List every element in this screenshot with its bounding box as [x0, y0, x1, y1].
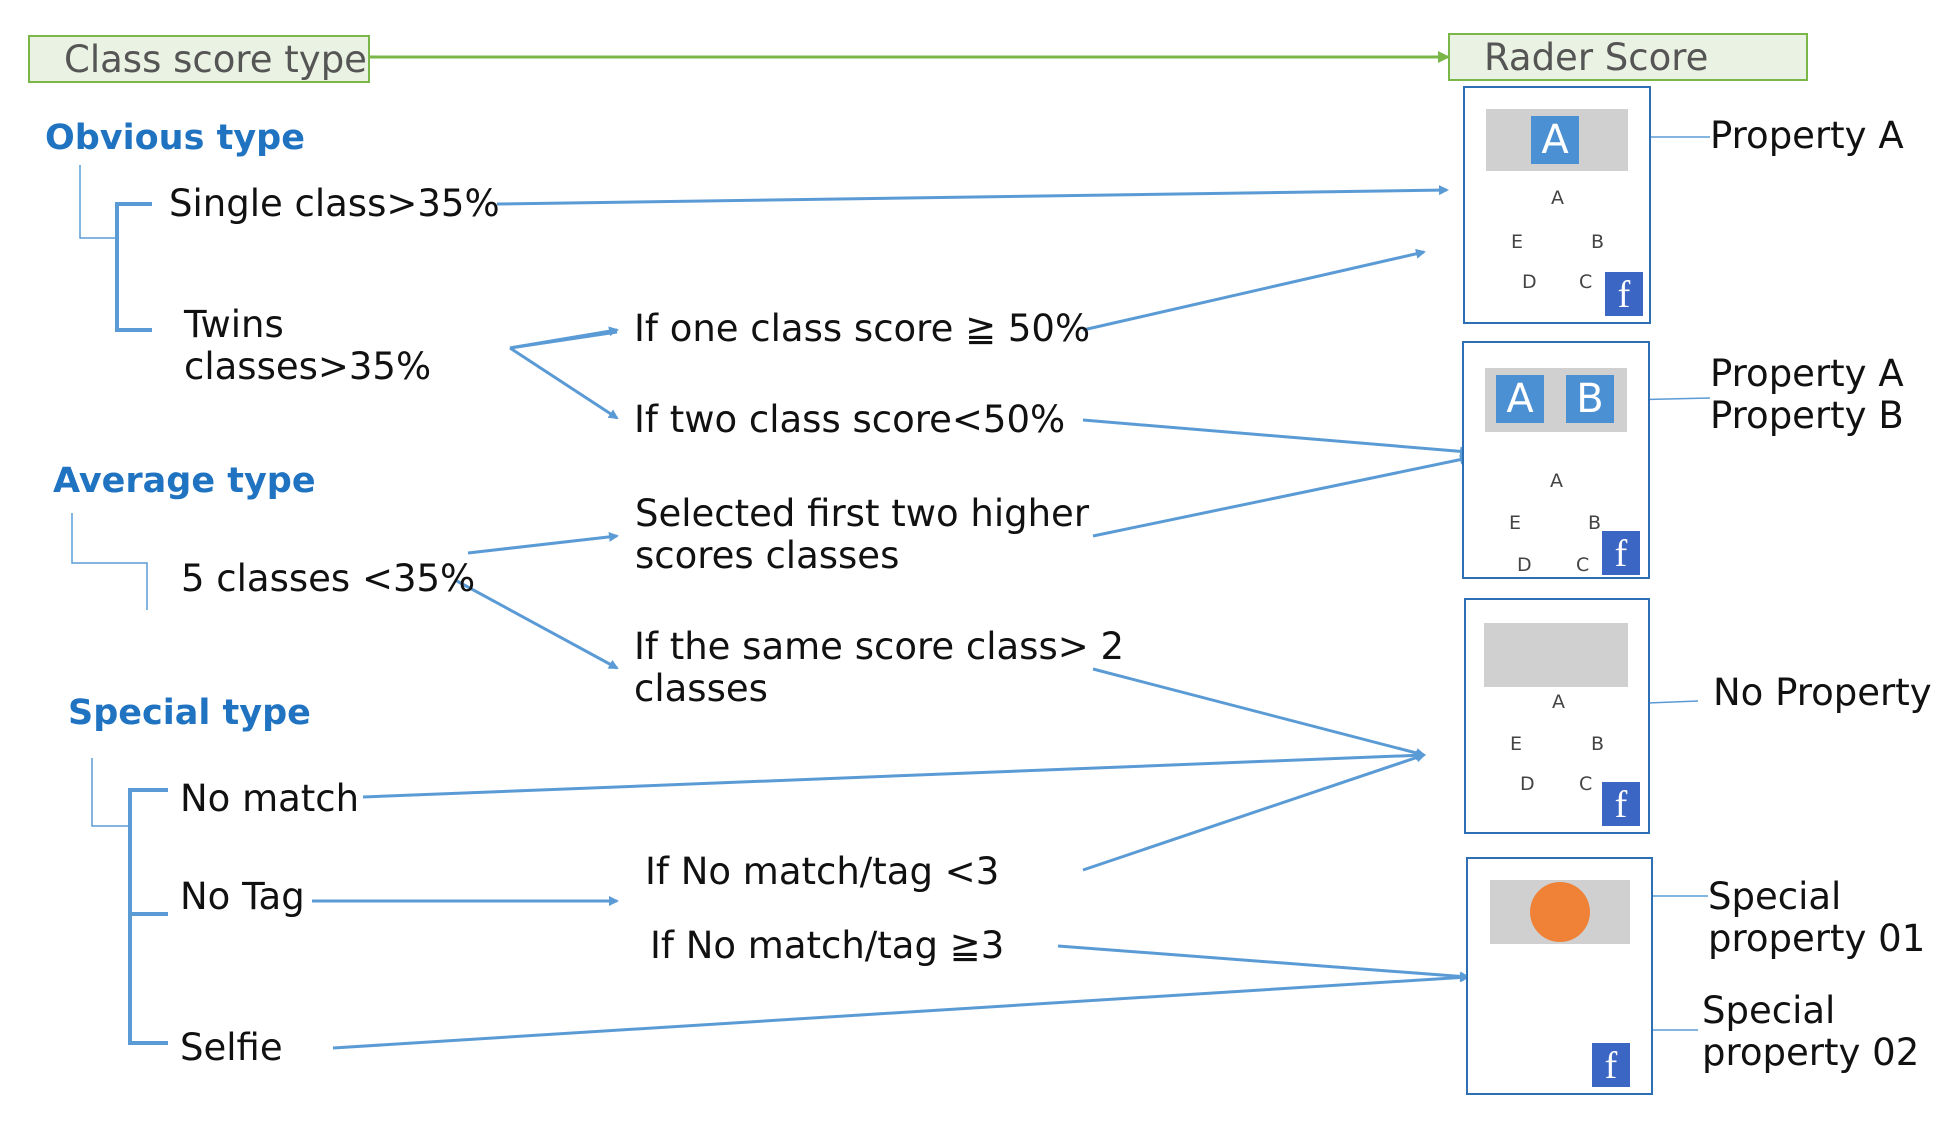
obvious-type-heading: Obvious type: [45, 118, 305, 158]
radar-label-b: B: [1591, 231, 1605, 253]
special-property-01-line1: Special: [1708, 875, 1842, 918]
property-bar: [1484, 623, 1628, 687]
selected-line2: scores classes: [635, 534, 900, 577]
class-score-type-header: Class score type: [28, 35, 370, 83]
no-match-label: No match: [180, 777, 360, 820]
no-tag-label: No Tag: [180, 875, 305, 918]
arrow-same-to-card3: [1092, 667, 1426, 758]
radar-label-b: B: [1591, 733, 1605, 755]
special-tree-line: [91, 758, 128, 827]
selfie-label: Selfie: [180, 1026, 283, 1069]
radar-label-d: D: [1517, 554, 1532, 576]
radar-card-2: A B A B C D E f: [1462, 341, 1650, 579]
property-a-label-2: Property A: [1710, 352, 1904, 395]
cond-one-class: If one class score ≧ 50%: [634, 307, 1091, 350]
twins-label-line2: classes>35%: [184, 345, 432, 388]
arrow-five-to-selected: [467, 531, 619, 555]
property-badge-a: A: [1496, 375, 1544, 423]
same-score-line1: If the same score class> 2: [634, 625, 1125, 668]
five-classes-label: 5 classes <35%: [181, 557, 476, 600]
radar-card-1: A A B C D E f: [1463, 86, 1651, 324]
radar-label-e: E: [1509, 512, 1522, 534]
single-class-label: Single class>35%: [169, 182, 500, 225]
special-property-dot: [1530, 882, 1590, 942]
radar-label-c: C: [1576, 554, 1590, 576]
special-property-01-line2: property 01: [1708, 917, 1926, 960]
cond-tag-lt3: If No match/tag <3: [645, 850, 1000, 893]
radar-label-d: D: [1522, 271, 1537, 293]
average-type-heading: Average type: [53, 461, 316, 501]
facebook-icon: f: [1602, 531, 1640, 575]
radar-card-4: f: [1466, 857, 1653, 1095]
obvious-tree-line: [79, 165, 118, 239]
twins-label-line1: Twins: [184, 303, 284, 346]
arrow-selfie-to-card4: [332, 972, 1470, 1050]
radar-label-a: A: [1550, 470, 1563, 492]
radar-label-a: A: [1552, 691, 1565, 713]
average-tree-line: [71, 513, 148, 610]
arrow-five-to-same: [454, 578, 619, 670]
arrow-one-to-card1: [1082, 248, 1426, 332]
cond-tag-ge3: If No match/tag ≧3: [650, 924, 1005, 967]
arrow-lt3-to-card3: [1082, 752, 1426, 872]
radar-label-c: C: [1579, 271, 1593, 293]
special-bracket: [128, 788, 168, 1045]
radar-label-e: E: [1511, 231, 1524, 253]
same-score-line2: classes: [634, 667, 768, 710]
cond-two-class: If two class score<50%: [634, 398, 1066, 441]
arrow-twins-to-two: [509, 346, 619, 420]
facebook-icon: f: [1592, 1043, 1630, 1087]
radar-label-b: B: [1588, 512, 1602, 534]
property-badge-b: B: [1566, 375, 1614, 423]
facebook-icon: f: [1602, 782, 1640, 826]
special-property-02-line2: property 02: [1702, 1031, 1920, 1074]
facebook-icon: f: [1605, 272, 1643, 316]
arrow-single-to-card1: [496, 185, 1449, 206]
radar-label-c: C: [1579, 773, 1593, 795]
property-a-label: Property A: [1710, 114, 1904, 157]
property-badge-a: A: [1531, 116, 1579, 164]
radar-label-e: E: [1510, 733, 1523, 755]
property-b-label: Property B: [1710, 394, 1904, 437]
radar-label-d: D: [1520, 773, 1535, 795]
special-property-02-line1: Special: [1702, 989, 1836, 1032]
arrow-twins-to-one: [509, 326, 619, 350]
arrow-ge3-to-card4: [1057, 944, 1470, 982]
selected-line1: Selected first two higher: [635, 492, 1090, 535]
rader-score-page-header: Rader Score page: [1448, 33, 1808, 125]
radar-card-3: A B C D E f: [1464, 598, 1650, 834]
obvious-bracket: [115, 202, 152, 332]
no-property-label: No Property: [1713, 671, 1932, 714]
special-type-heading: Special type: [68, 693, 311, 733]
arrow-two-to-card2: [1082, 418, 1470, 457]
arrow-nomatch-to-card3: [362, 750, 1426, 799]
radar-label-a: A: [1551, 187, 1564, 209]
arrow-selected-to-card2: [1092, 454, 1470, 538]
